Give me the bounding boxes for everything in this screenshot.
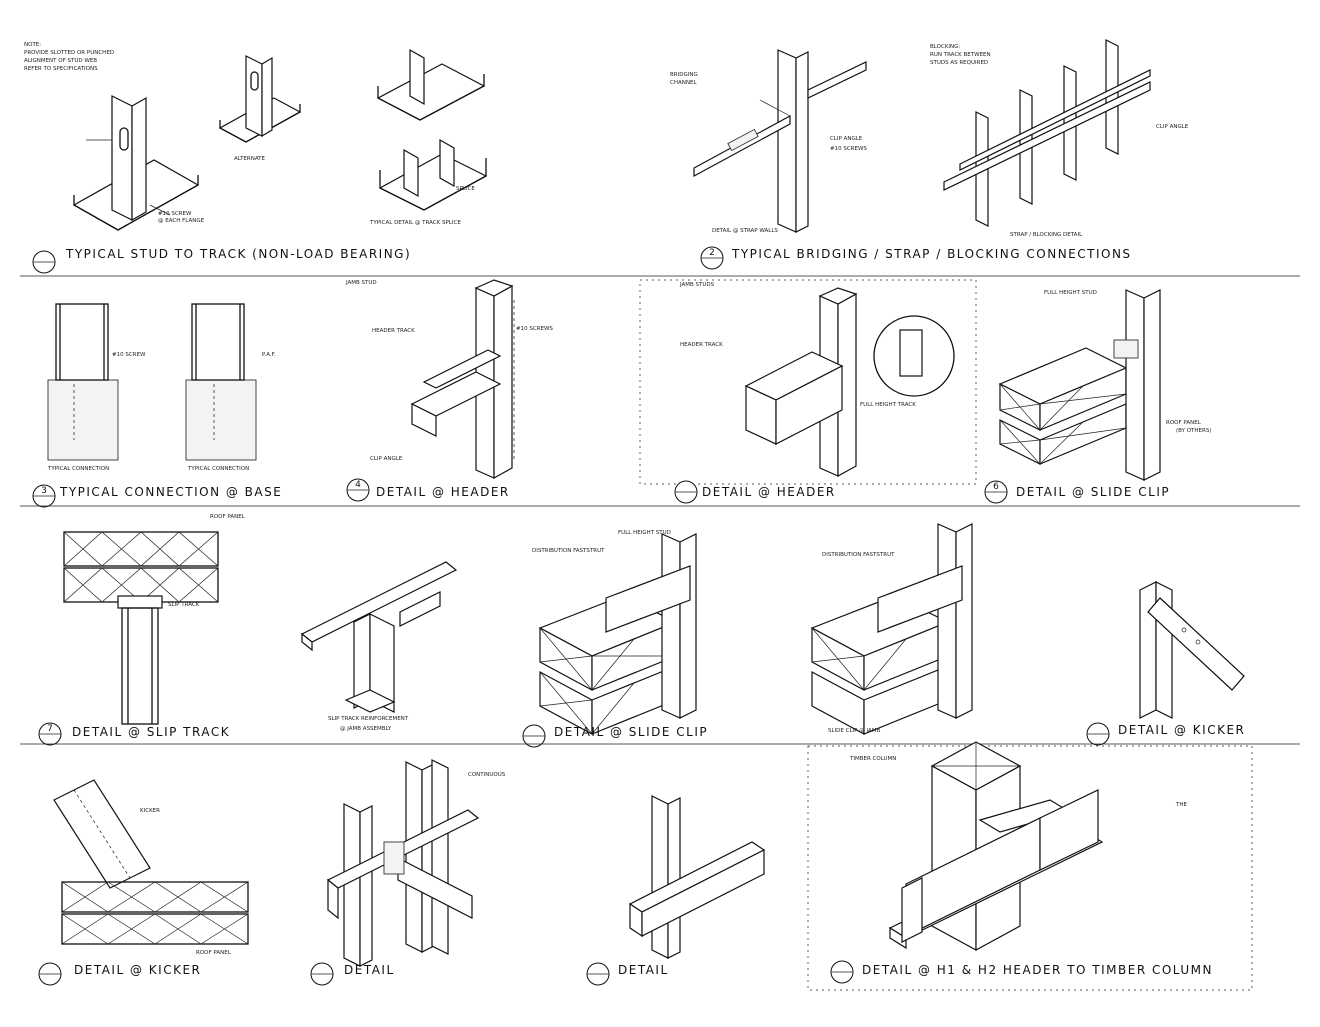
d8-full-height: FULL HEIGHT STUD (618, 530, 671, 536)
svg-text:THE: THE (1175, 802, 1187, 808)
detail-1-alternate: ALTERNATE (218, 55, 302, 162)
strap-blocking-label: STRAP / BLOCKING DETAIL (1010, 232, 1083, 238)
detail-6-title: DETAIL @ SLIDE CLIP (1016, 485, 1170, 499)
detail-3-number: 3 (41, 486, 47, 496)
svg-text:REFER TO SPECIFICATIONS: REFER TO SPECIFICATIONS (24, 66, 98, 72)
svg-text:#10 SCREW: #10 SCREW (158, 211, 192, 217)
detail-4-number: 4 (355, 480, 361, 490)
detail-1-title-block: TYPICAL STUD TO TRACK (NON-LOAD BEARING) (32, 247, 411, 274)
detail-7-number: 7 (47, 724, 53, 734)
detail-12-drawing (628, 795, 766, 959)
detail-2-title-block: 2 TYPICAL BRIDGING / STRAP / BLOCKING CO… (700, 246, 1132, 270)
d13-timber-column: TIMBER COLUMN (849, 756, 896, 762)
detail-13-drawing: TIMBER COLUMN THE (807, 741, 1253, 991)
strap-label: DETAIL @ STRAP WALLS (712, 228, 778, 234)
svg-text:CLIP ANGLE: CLIP ANGLE (830, 136, 863, 142)
detail-3-title: TYPICAL CONNECTION @ BASE (59, 485, 282, 499)
d11-continuous: CONTINUOUS (468, 772, 506, 778)
detail-12-title-block: DETAIL (586, 962, 669, 986)
svg-text:HEADER TRACK: HEADER TRACK (372, 328, 415, 334)
svg-text:CLIP ANGLE: CLIP ANGLE (1156, 124, 1189, 130)
svg-text:ALIGNMENT OF STUD WEB: ALIGNMENT OF STUD WEB (24, 58, 97, 64)
detail-1-title: TYPICAL STUD TO TRACK (NON-LOAD BEARING) (65, 247, 411, 261)
svg-text:HEADER TRACK: HEADER TRACK (680, 342, 723, 348)
svg-text:RUN TRACK BETWEEN: RUN TRACK BETWEEN (930, 52, 991, 58)
detail-7-title-block: 7 DETAIL @ SLIP TRACK (38, 722, 230, 746)
detail-4-title-block: 4 DETAIL @ HEADER (346, 478, 510, 502)
svg-text:KICKER: KICKER (140, 808, 160, 814)
svg-text:STUDS AS REQUIRED: STUDS AS REQUIRED (930, 60, 988, 66)
svg-text:#10 SCREWS: #10 SCREWS (830, 146, 867, 152)
svg-text:#10 SCREW: #10 SCREW (112, 352, 146, 358)
detail-5-title: DETAIL @ HEADER (702, 485, 836, 499)
d8-dist-fast: DISTRIBUTION FASTSTRUT (532, 548, 605, 554)
detail-13-title-block: DETAIL @ H1 & H2 HEADER TO TIMBER COLUMN (830, 960, 1213, 984)
svg-text:PROVIDE SLOTTED OR PUNCHED: PROVIDE SLOTTED OR PUNCHED (24, 50, 114, 56)
slip-track-reinforcement: SLIP TRACK REINFORCEMENT @ JAMB ASSEMBLY (300, 561, 458, 732)
track-splice-label: TYPICAL DETAIL @ TRACK SPLICE (369, 220, 461, 226)
alternate-label: ALTERNATE (234, 156, 266, 162)
detail-8-title-block: DETAIL @ SLIDE CLIP (522, 724, 708, 748)
detail-10-drawing: KICKER ROOF PANEL (53, 779, 249, 956)
detail-9-title: DETAIL @ KICKER (1118, 723, 1245, 737)
detail-9-drawing (1139, 581, 1245, 719)
detail-11-drawing: CONTINUOUS (326, 759, 506, 967)
detail-6-number: 6 (993, 482, 999, 492)
base-a-label: TYPICAL CONNECTION (47, 466, 109, 472)
svg-text:BRIDGING: BRIDGING (670, 72, 698, 78)
detail-7-title: DETAIL @ SLIP TRACK (72, 725, 230, 739)
detail-5-drawing: JAMB STUDS HEADER TRACK FULL HEIGHT TRAC… (639, 279, 977, 485)
detail-5-title-block: DETAIL @ HEADER (674, 480, 836, 504)
slide-clip-jamb: DISTRIBUTION FASTSTRUT SLIDE CLIP @ JAMB (810, 523, 973, 736)
jamb-dist-fast: DISTRIBUTION FASTSTRUT (822, 552, 895, 558)
detail-6-title-block: 6 DETAIL @ SLIDE CLIP (984, 480, 1170, 504)
detail-13-title: DETAIL @ H1 & H2 HEADER TO TIMBER COLUMN (862, 963, 1213, 977)
d6-roof-panel: ROOF PANEL (1166, 420, 1202, 426)
detail-2-title: TYPICAL BRIDGING / STRAP / BLOCKING CONN… (731, 247, 1132, 261)
detail-8-drawing: DISTRIBUTION FASTSTRUT FULL HEIGHT STUD (532, 530, 697, 736)
svg-text:@ EACH FLANGE: @ EACH FLANGE (158, 218, 205, 224)
svg-text:CLIP ANGLE: CLIP ANGLE (370, 456, 403, 462)
svg-text:BLOCKING:: BLOCKING: (930, 44, 960, 50)
detail-8-title: DETAIL @ SLIDE CLIP (554, 725, 708, 739)
svg-text:CHANNEL: CHANNEL (670, 80, 697, 86)
detail-1-track-splice: TYPICAL DETAIL @ TRACK SPLICE SPLICE (369, 48, 488, 226)
detail-7-drawing: ROOF PANEL SLIP TRACK (63, 514, 246, 725)
d7-roof-panel: ROOF PANEL (210, 514, 246, 520)
svg-text:P.A.F.: P.A.F. (262, 352, 276, 358)
svg-text:#10 SCREWS: #10 SCREWS (516, 326, 553, 332)
d6-full-height: FULL HEIGHT STUD (1044, 290, 1097, 296)
svg-text:SPLICE: SPLICE (456, 186, 475, 192)
detail-10-title: DETAIL @ KICKER (74, 963, 201, 977)
svg-text:FULL HEIGHT TRACK: FULL HEIGHT TRACK (860, 402, 916, 408)
detail-9-title-block: DETAIL @ KICKER (1086, 722, 1245, 746)
slide-jamb-label: SLIDE CLIP @ JAMB (828, 728, 881, 734)
svg-text:JAMB STUDS: JAMB STUDS (679, 282, 715, 288)
detail-2-strap: BRIDGING CHANNEL CLIP ANGLE #10 SCREWS D… (670, 49, 867, 234)
d10-roof-panel: ROOF PANEL (196, 950, 232, 956)
slip-reinf-label-2: @ JAMB ASSEMBLY (340, 726, 392, 732)
svg-text:NOTE:: NOTE: (24, 42, 41, 48)
d6-by-others: (BY OTHERS) (1176, 428, 1211, 434)
detail-11-title-block: DETAIL (310, 962, 395, 986)
detail-2-blocking: BLOCKING: RUN TRACK BETWEEN STUDS AS REQ… (930, 39, 1189, 238)
detail-10-title-block: DETAIL @ KICKER (38, 962, 201, 986)
d7-slip-track: SLIP TRACK (168, 602, 200, 608)
detail-2-number: 2 (709, 248, 715, 258)
detail-3-drawing: TYPICAL CONNECTION TYPICAL CONNECTION #1… (47, 303, 276, 472)
detail-1-drawing: NOTE: PROVIDE SLOTTED OR PUNCHED ALIGNME… (24, 42, 205, 231)
svg-text:JAMB STUD: JAMB STUD (345, 280, 377, 286)
detail-12-title: DETAIL (618, 963, 669, 977)
detail-3-title-block: 3 TYPICAL CONNECTION @ BASE (32, 484, 282, 508)
detail-11-title: DETAIL (344, 963, 395, 977)
slip-reinf-label: SLIP TRACK REINFORCEMENT (328, 716, 409, 722)
detail-4-drawing: JAMB STUD HEADER TRACK #10 SCREWS CLIP A… (345, 279, 553, 480)
base-b-label: TYPICAL CONNECTION (187, 466, 249, 472)
detail-4-title: DETAIL @ HEADER (376, 485, 510, 499)
detail-6-drawing: FULL HEIGHT STUD ROOF PANEL (BY OTHERS) (998, 289, 1211, 481)
